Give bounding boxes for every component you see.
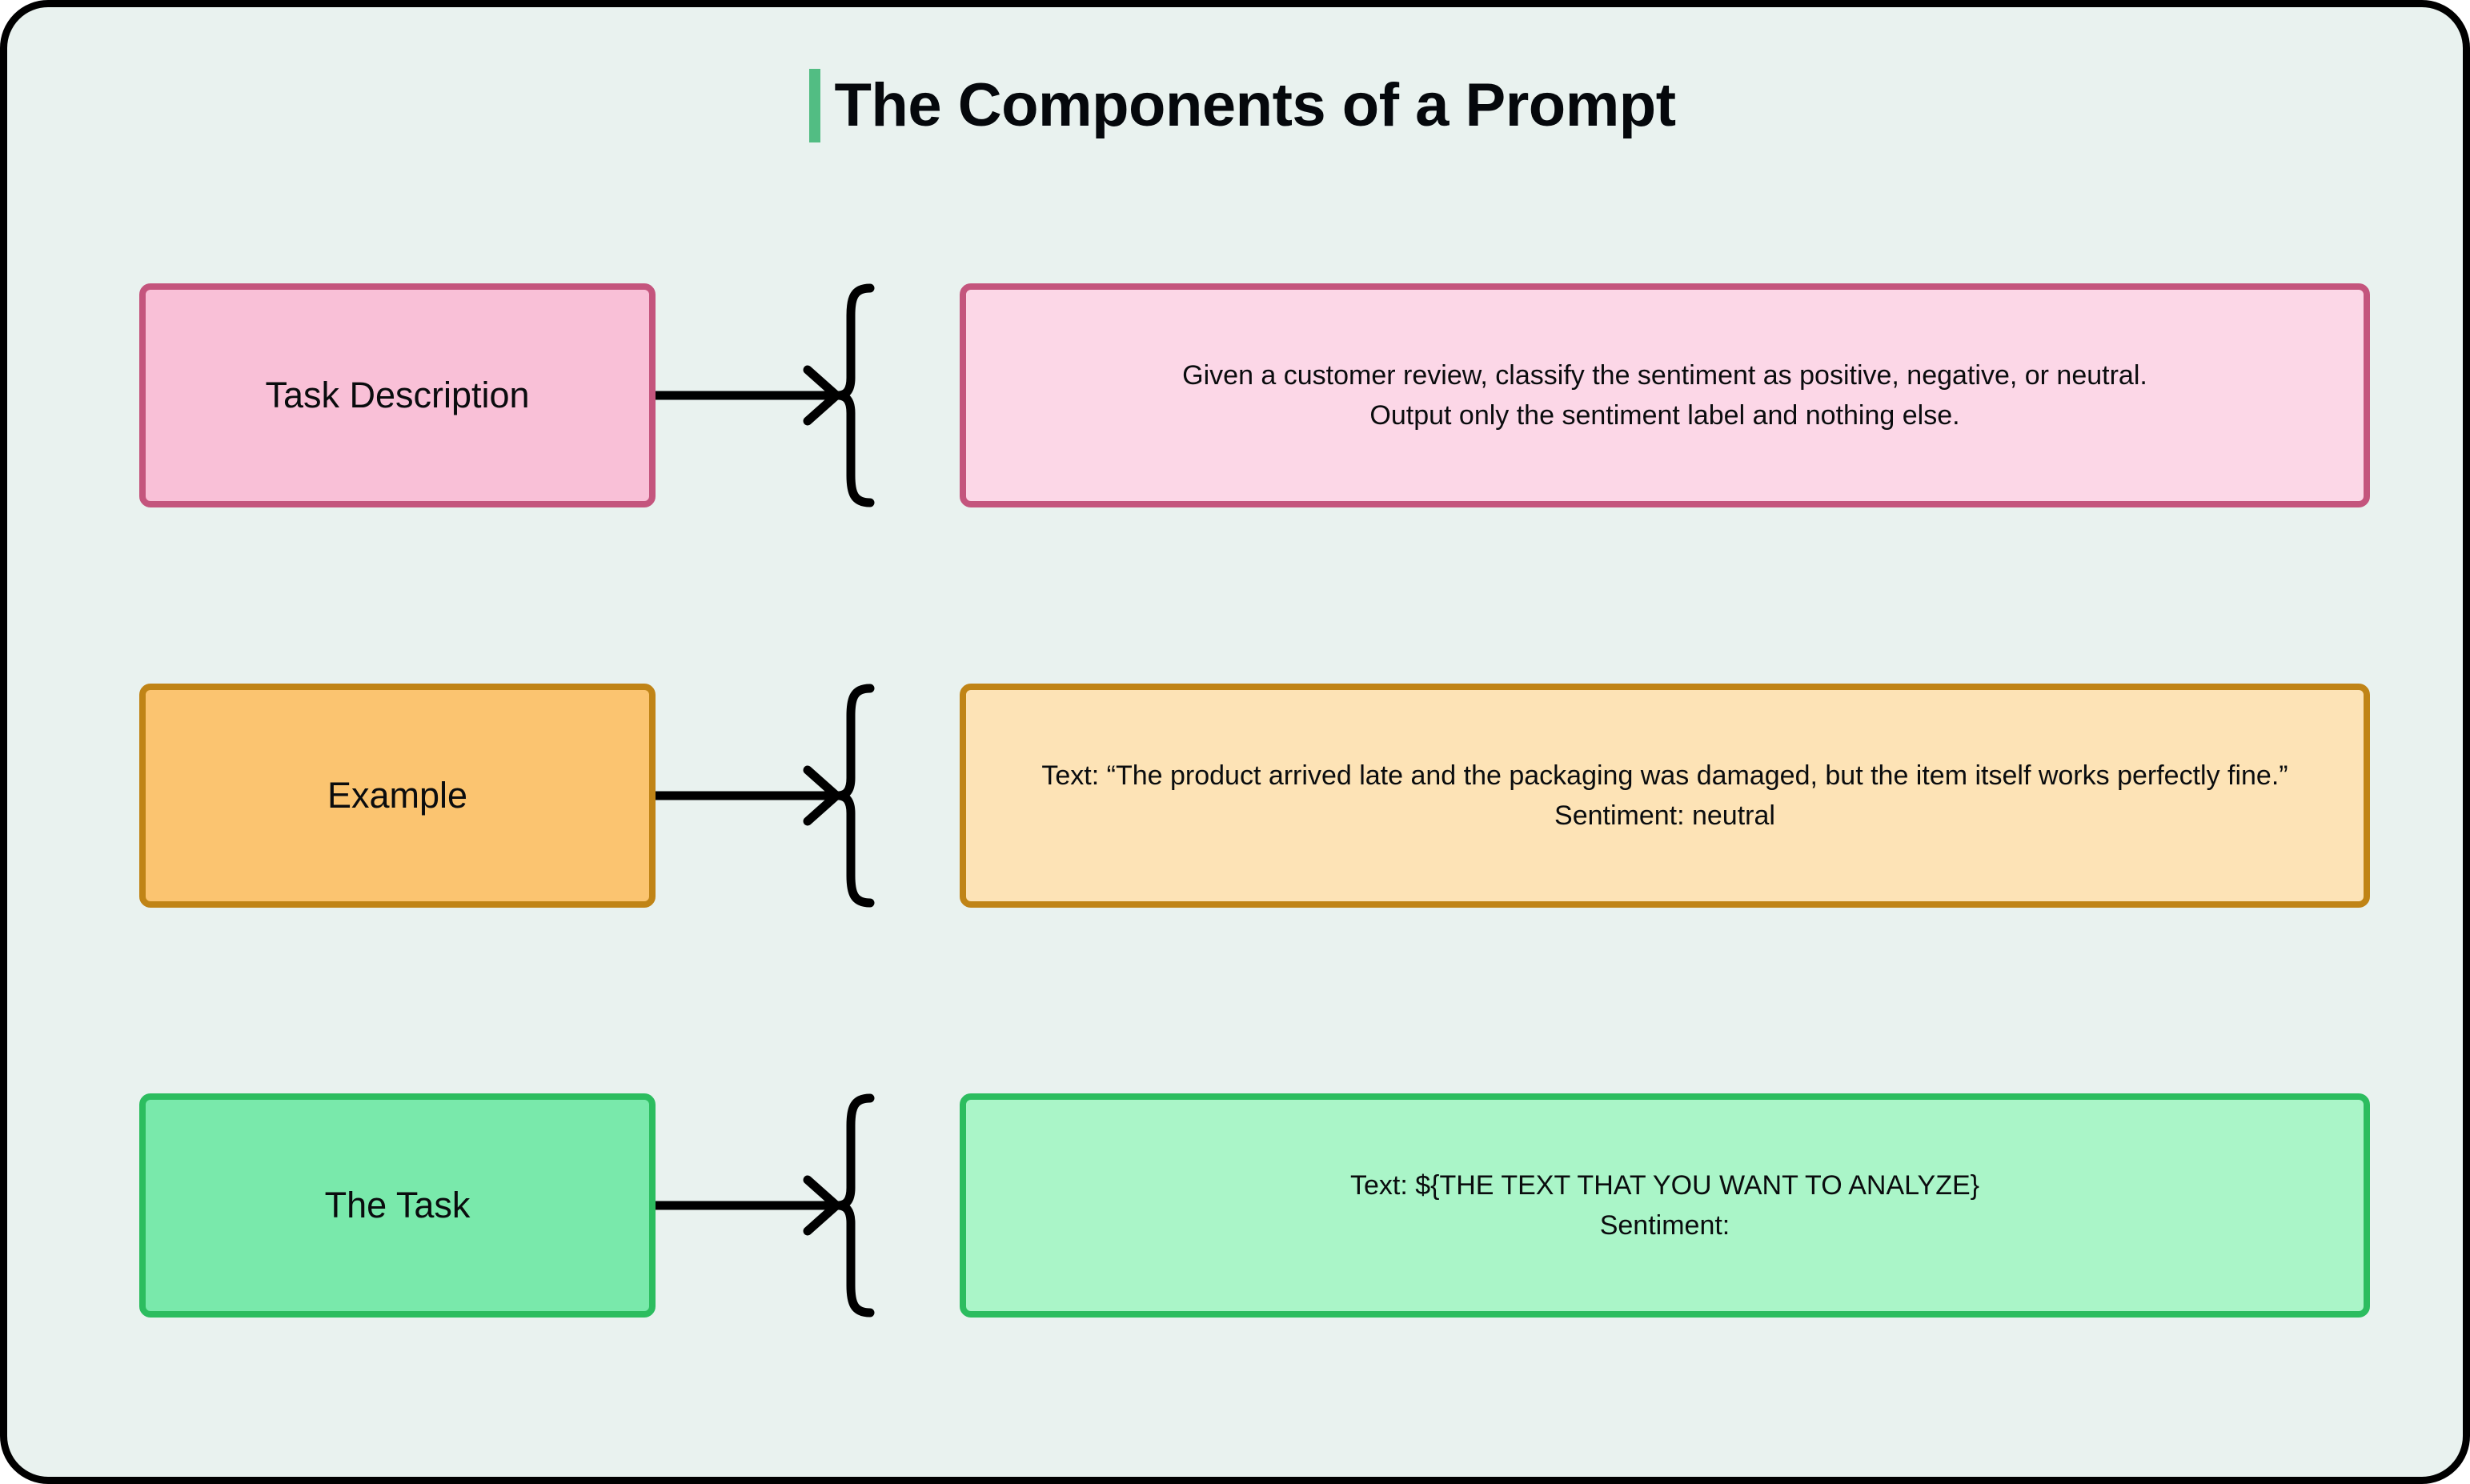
component-content-text: Text: ${THE TEXT THAT YOU WANT TO ANALYZ… — [1349, 1169, 1980, 1241]
diagram-row: Example Text: “The product arrived late … — [7, 684, 2463, 908]
component-label-box[interactable]: Task Description — [139, 283, 656, 507]
diagram-row: Task Description Given a customer review… — [7, 283, 2463, 507]
component-label-text: Task Description — [265, 375, 530, 416]
component-content-text: Text: “The product arrived late and the … — [1041, 760, 2288, 831]
component-content-box[interactable]: Text: ${THE TEXT THAT YOU WANT TO ANALYZ… — [960, 1093, 2370, 1318]
component-label-text: The Task — [324, 1185, 471, 1226]
arrow-right-brace-icon — [656, 1093, 875, 1318]
component-content-text: Given a customer review, classify the se… — [1182, 359, 2147, 431]
component-label-box[interactable]: Example — [139, 684, 656, 908]
page-title: The Components of a Prompt — [7, 54, 2463, 158]
title-accent-bar — [808, 69, 820, 142]
component-label-box[interactable]: The Task — [139, 1093, 656, 1318]
diagram-row: The Task Text: ${THE TEXT THAT YOU WANT … — [7, 1093, 2463, 1318]
component-content-box[interactable]: Given a customer review, classify the se… — [960, 283, 2370, 507]
arrow-right-brace-icon — [656, 684, 875, 908]
title-label: The Components of a Prompt — [834, 71, 1677, 139]
component-content-box[interactable]: Text: “The product arrived late and the … — [960, 684, 2370, 908]
arrow-right-brace-icon — [656, 283, 875, 507]
component-label-text: Example — [327, 775, 468, 816]
